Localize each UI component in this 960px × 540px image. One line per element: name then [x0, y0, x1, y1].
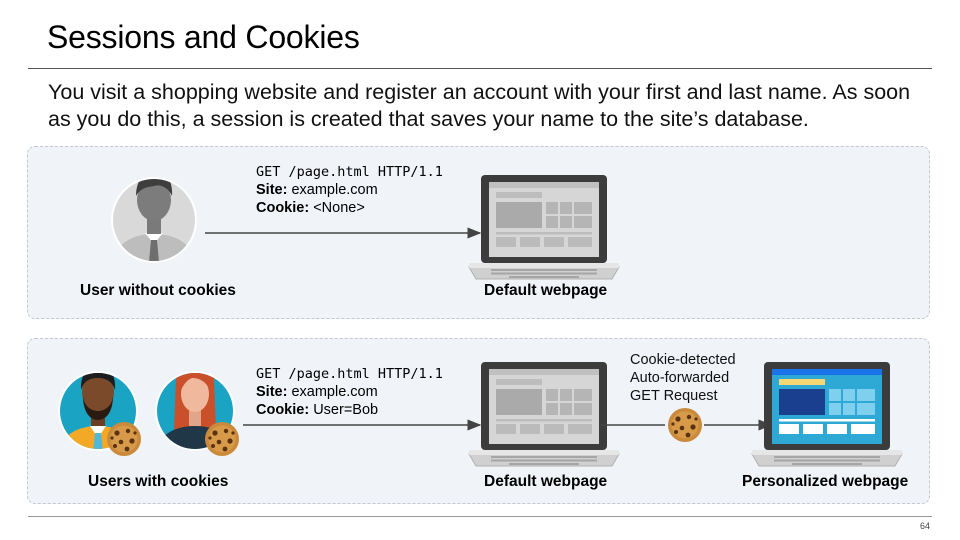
forward-note: Cookie-detected Auto-forwarded GET Reque…	[630, 351, 736, 405]
laptop-icon	[468, 361, 620, 467]
cookie-value: <None>	[313, 200, 365, 216]
site-key: Site:	[256, 182, 288, 198]
request-block-2: GET /page.html HTTP/1.1 Site: example.co…	[256, 365, 443, 419]
users-with-cookies-label: Users with cookies	[88, 473, 229, 490]
request-block-1: GET /page.html HTTP/1.1 Site: example.co…	[256, 163, 443, 217]
default-webpage-label: Default webpage	[484, 282, 608, 299]
laptop-personalized-icon	[751, 361, 903, 467]
forward-note-line: Cookie-detected	[630, 352, 736, 368]
forward-note-line: Auto-forwarded	[630, 370, 730, 386]
slide-title: Sessions and Cookies	[47, 19, 360, 55]
cookie-icon	[205, 422, 239, 456]
intro-text: You visit a shopping website and registe…	[48, 80, 911, 131]
site-key: Site:	[256, 384, 288, 400]
laptop-icon	[468, 174, 620, 280]
cookie-key: Cookie:	[256, 402, 310, 418]
cookie-icon	[107, 422, 141, 456]
title-divider	[28, 68, 932, 69]
request-line: GET /page.html HTTP/1.1	[256, 366, 443, 382]
site-value: example.com	[291, 384, 378, 400]
forward-note-line: GET Request	[630, 388, 718, 404]
personalized-webpage-label: Personalized webpage	[742, 473, 909, 490]
site-value: example.com	[291, 182, 378, 198]
request-line: GET /page.html HTTP/1.1	[256, 164, 443, 180]
user-gray-icon	[111, 177, 197, 263]
page-number: 64	[920, 521, 931, 531]
user-woman-icon	[155, 371, 235, 451]
user-without-cookies-label: User without cookies	[80, 282, 236, 299]
cookie-key: Cookie:	[256, 200, 310, 216]
cookie-value: User=Bob	[313, 402, 379, 418]
footer-divider	[28, 516, 932, 517]
cookie-icon	[668, 408, 702, 442]
default-webpage-label: Default webpage	[484, 473, 608, 490]
